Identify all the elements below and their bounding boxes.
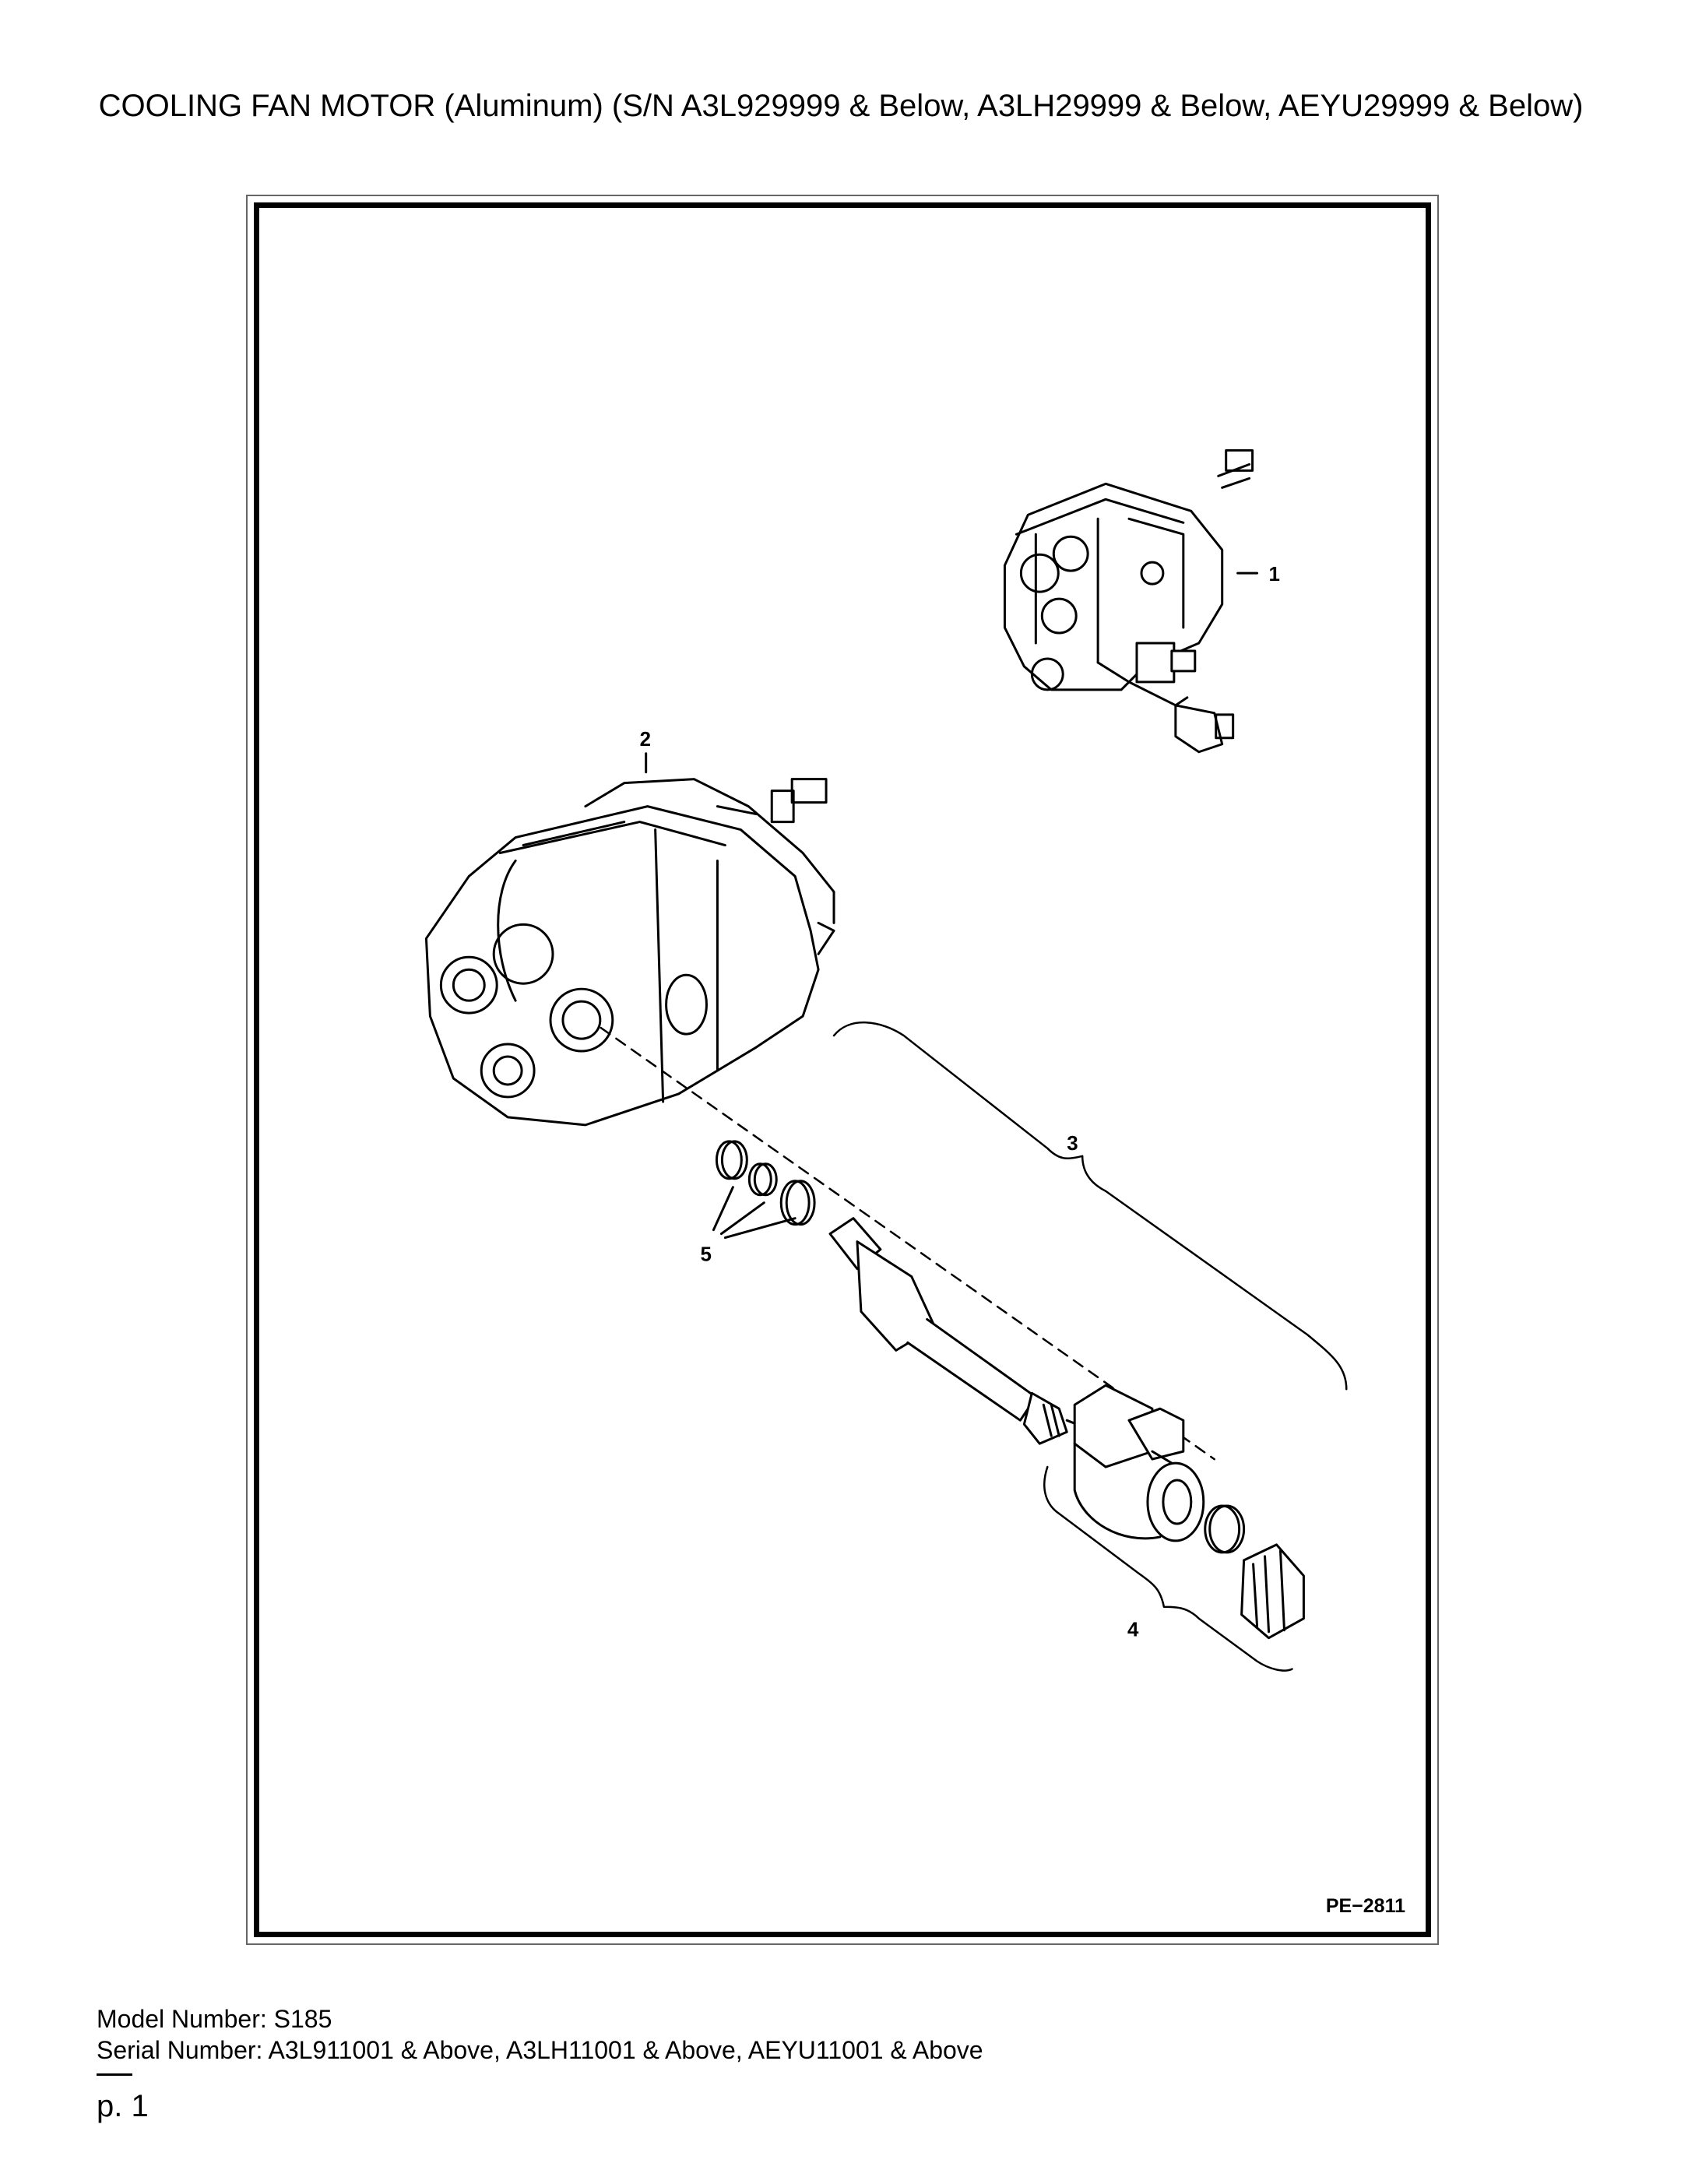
solenoid-coil-illustration xyxy=(1073,1384,1305,1640)
callout-4: 4 xyxy=(1127,1620,1139,1641)
bracket-3 xyxy=(832,1021,1348,1391)
parts-diagram: 1 xyxy=(254,202,1431,1937)
bracket-4 xyxy=(1043,1465,1293,1672)
o-rings-illustration xyxy=(712,1140,816,1240)
page-number-rule xyxy=(97,2073,132,2076)
parts-diagram-frame: 1 xyxy=(246,195,1439,1945)
motor-illustration xyxy=(424,778,835,1127)
exploded-view-drawing: 1 xyxy=(424,448,1348,1672)
callout-3: 3 xyxy=(1067,1133,1078,1155)
model-number: Model Number: S185 xyxy=(97,2005,332,2033)
serial-number: Serial Number: A3L911001 & Above, A3LH11… xyxy=(97,2036,983,2064)
page-title: COOLING FAN MOTOR (Aluminum) (S/N A3L929… xyxy=(98,89,1584,123)
page-number: p. 1 xyxy=(97,2089,149,2123)
callout-2: 2 xyxy=(640,729,651,751)
assembled-motor-illustration xyxy=(1003,448,1259,754)
cartridge-valve-illustration xyxy=(828,1217,1084,1445)
callout-1: 1 xyxy=(1269,564,1280,586)
figure-code: PE−2811 xyxy=(1325,1895,1405,1917)
callout-5: 5 xyxy=(700,1244,711,1266)
